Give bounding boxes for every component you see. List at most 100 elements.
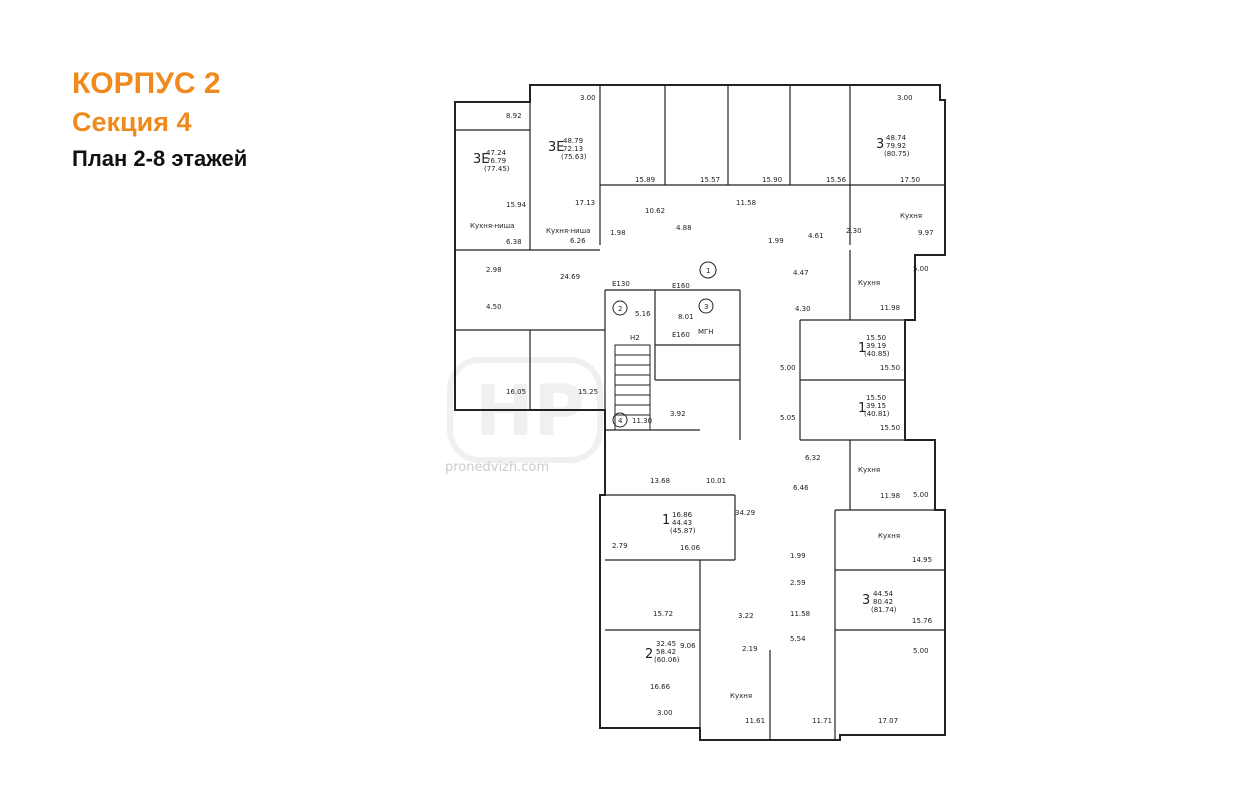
apartment-area: 39.19 (866, 342, 886, 350)
room-area: 3.00 (580, 94, 596, 102)
room-area: 3.00 (897, 94, 913, 102)
room-area: 4.88 (676, 224, 692, 232)
room-area: 6.38 (506, 238, 522, 246)
room-area: 17.13 (575, 199, 595, 207)
room-area: 8.01 (678, 313, 694, 321)
room-area: 3.22 (738, 612, 754, 620)
room-area: 15.72 (653, 610, 673, 618)
apartment-type: 1 (662, 513, 670, 528)
room-area: 2.59 (790, 579, 806, 587)
apartment-area: 32.45 (656, 640, 676, 648)
room-area: 15.56 (826, 176, 847, 184)
room-area: 15.57 (700, 176, 720, 184)
kitchen-label: Кухня (900, 212, 922, 220)
room-area: 16.06 (680, 544, 701, 552)
apartment-area: 80.42 (873, 598, 893, 606)
room-labels: 15.94 6.38 2.98 4.50 24.69 16.05 15.25 1… (470, 94, 934, 725)
apartment-area: 72.13 (563, 145, 583, 153)
kitchen-label: Кухня-ниша (546, 227, 590, 235)
room-area: 11.98 (880, 492, 900, 500)
room-area: 15.50 (880, 364, 900, 372)
core-labels: 1 2 3 4 E130 E160 E160 МГН Н2 (612, 267, 714, 425)
apartment-type: 1 (858, 341, 866, 356)
apartment-type: 1 (858, 401, 866, 416)
apartment-area: (40.85) (864, 350, 890, 358)
room-area: 1.99 (790, 552, 806, 560)
room-area: 5.00 (913, 491, 929, 499)
apartment-area: (45.87) (670, 527, 696, 535)
apartment-type: 3 (876, 137, 884, 152)
apartment-area: (80.75) (884, 150, 910, 158)
core-number: 1 (706, 267, 710, 275)
room-area: 4.50 (486, 303, 502, 311)
room-area: 5.54 (790, 635, 806, 643)
room-area: 9.97 (918, 229, 934, 237)
room-area: 15.89 (635, 176, 655, 184)
room-area: 11.58 (790, 610, 810, 618)
apartment-area: (77.45) (484, 165, 510, 173)
room-area: 1.98 (610, 229, 626, 237)
room-area: 11.98 (880, 304, 900, 312)
apartment-area: 44.43 (672, 519, 692, 527)
room-area: 5.05 (780, 414, 796, 422)
room-area: 11.61 (745, 717, 765, 725)
room-area: 5.00 (780, 364, 796, 372)
apartment-area: (75.63) (561, 153, 587, 161)
room-area: 15.90 (762, 176, 782, 184)
room-area: 4.47 (793, 269, 809, 277)
stair-core (612, 261, 717, 431)
apartment-area: 76.79 (486, 157, 506, 165)
elevator-label: МГН (698, 328, 714, 336)
room-area: 4.61 (808, 232, 824, 240)
elevator-label: E160 (672, 331, 690, 339)
apartment-area: (81.74) (871, 606, 897, 614)
room-area: 8.92 (506, 112, 522, 120)
room-area: 1.99 (768, 237, 784, 245)
apartment-area: 79.92 (886, 142, 906, 150)
apartment-area: 15.50 (866, 334, 886, 342)
core-number: 4 (618, 417, 623, 425)
room-area: 15.50 (880, 424, 900, 432)
room-area: 3.92 (670, 410, 686, 418)
apartment-area: (60.06) (654, 656, 680, 664)
room-area: 10.62 (645, 207, 665, 215)
kitchen-label: Кухня (858, 279, 880, 287)
room-area: 17.07 (878, 717, 898, 725)
room-area: 13.68 (650, 477, 670, 485)
room-area: 5.00 (913, 265, 929, 273)
room-area: 15.94 (506, 201, 527, 209)
stair-label: Н2 (630, 334, 640, 342)
room-area: 9.06 (680, 642, 696, 650)
room-area: 5.00 (913, 647, 929, 655)
kitchen-label: Кухня (878, 532, 900, 540)
room-area: 11.58 (736, 199, 756, 207)
apartment-area: (40.81) (864, 410, 890, 418)
elevator-label: E160 (672, 282, 690, 290)
apartment-area: 58.42 (656, 648, 676, 656)
room-area: 2.19 (742, 645, 758, 653)
apartment-area: 48.79 (563, 137, 583, 145)
apartment-type: 3Е (473, 152, 490, 167)
room-area: 2.98 (486, 266, 502, 274)
floor-plan-title: План 2-8 этажей (72, 146, 248, 171)
apartment-area: 16.86 (672, 511, 693, 519)
room-area: 14.95 (912, 556, 932, 564)
room-area: 17.50 (900, 176, 920, 184)
room-area: 34.29 (735, 509, 755, 517)
apartment-area: 39.15 (866, 402, 886, 410)
room-area: 16.05 (506, 388, 526, 396)
room-area: 2.30 (846, 227, 862, 235)
apartment-type: 2 (645, 647, 653, 662)
kitchen-label: Кухня-ниша (470, 222, 514, 230)
apartment-type: 3 (862, 593, 870, 608)
room-area: 6.32 (805, 454, 821, 462)
apartment-area: 15.50 (866, 394, 886, 402)
room-area: 24.69 (560, 273, 580, 281)
apartment-area: 47.24 (486, 149, 507, 157)
room-area: 15.25 (578, 388, 598, 396)
interior-walls (455, 85, 945, 740)
building-title: КОРПУС 2 (72, 67, 221, 100)
room-area: 2.79 (612, 542, 628, 550)
room-area: 4.30 (795, 305, 811, 313)
